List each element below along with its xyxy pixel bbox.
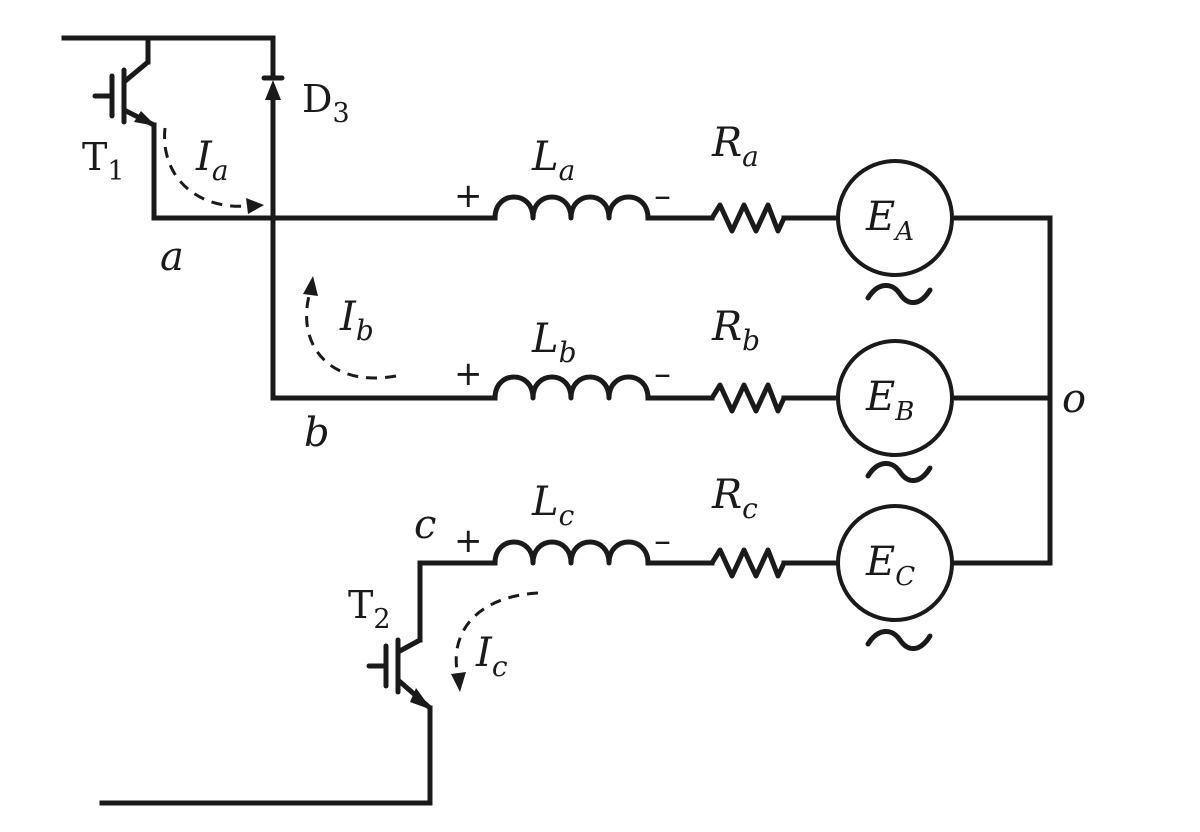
la-coil-icon — [492, 194, 651, 221]
bottom-rail-wire — [99, 705, 433, 806]
ic-dashed-path — [454, 591, 539, 677]
label-ea: EA — [865, 194, 914, 247]
label-node-b: b — [304, 410, 330, 456]
phase-a-wire — [151, 122, 498, 221]
rb-zigzag-icon — [709, 382, 787, 414]
neutral-wire — [949, 215, 1053, 566]
lb-minus-sign: – — [654, 354, 671, 394]
la-minus-sign: – — [654, 176, 671, 216]
resistor-rb — [709, 382, 787, 414]
label-la: La — [531, 134, 575, 187]
t2-collector-leg — [395, 637, 423, 655]
current-ic-arrow — [451, 591, 539, 692]
inductor-lb — [492, 374, 651, 401]
label-t2: T2 — [348, 583, 391, 635]
label-ic: Ic — [475, 630, 508, 683]
label-ib: Ib — [339, 294, 374, 347]
label-node-a: a — [160, 234, 184, 280]
ia-dashed-path — [163, 127, 249, 208]
source-ec-circle — [836, 504, 954, 622]
t1-emitter-arrow-icon — [134, 111, 156, 126]
label-rc: Rc — [711, 472, 758, 525]
resistor-ra — [709, 202, 787, 234]
ib-arrowhead-icon — [303, 276, 318, 296]
source-eb-circle — [836, 339, 954, 457]
d3-diode-triangle-icon — [265, 80, 281, 100]
eb-ac-symbol-icon — [865, 461, 933, 483]
t1-collector-leg — [121, 59, 151, 85]
lc-coil-icon — [492, 539, 651, 566]
label-ra: Ra — [711, 120, 759, 173]
d3-wire — [270, 97, 498, 401]
inductor-lc — [492, 539, 651, 566]
label-node-c: c — [414, 502, 436, 548]
lc-minus-sign: – — [654, 521, 671, 561]
top-rail-wire — [61, 35, 276, 81]
current-ib-arrow — [303, 276, 397, 380]
lb-plus-sign: + — [454, 354, 483, 394]
ib-dashed-path — [305, 291, 397, 380]
label-ec: EC — [865, 539, 915, 592]
ac-symbol-text: ~ — [0, 0, 1, 1]
ec-ac-symbol-icon — [865, 629, 933, 651]
phase-c-wire — [417, 560, 498, 643]
transistor-t2 — [366, 637, 433, 711]
label-lb: Lb — [531, 316, 577, 369]
lb-coil-icon — [492, 374, 651, 401]
label-eb: EB — [865, 374, 914, 427]
transistor-t1 — [92, 59, 157, 128]
current-ia-arrow — [163, 127, 264, 214]
inductor-la — [492, 194, 651, 221]
label-lc: Lc — [531, 479, 575, 532]
label-t1: T1 — [82, 135, 125, 187]
ic-arrowhead-icon — [451, 672, 466, 692]
ra-zigzag-icon — [709, 202, 787, 234]
ea-ac-symbol-icon — [865, 283, 933, 305]
rc-zigzag-icon — [709, 547, 787, 579]
source-ea-circle — [836, 159, 954, 277]
la-plus-sign: + — [454, 176, 483, 216]
lc-plus-sign: + — [454, 521, 483, 561]
label-rb: Rb — [711, 304, 760, 357]
wires — [61, 35, 1053, 806]
diode-d3 — [261, 75, 285, 100]
label-node-o: o — [1062, 376, 1086, 422]
ia-arrowhead-icon — [246, 198, 264, 214]
label-ia: Ia — [195, 134, 229, 187]
t2-emitter-arrow-icon — [410, 688, 432, 710]
label-d3: D3 — [302, 77, 350, 129]
resistor-rc — [709, 547, 787, 579]
